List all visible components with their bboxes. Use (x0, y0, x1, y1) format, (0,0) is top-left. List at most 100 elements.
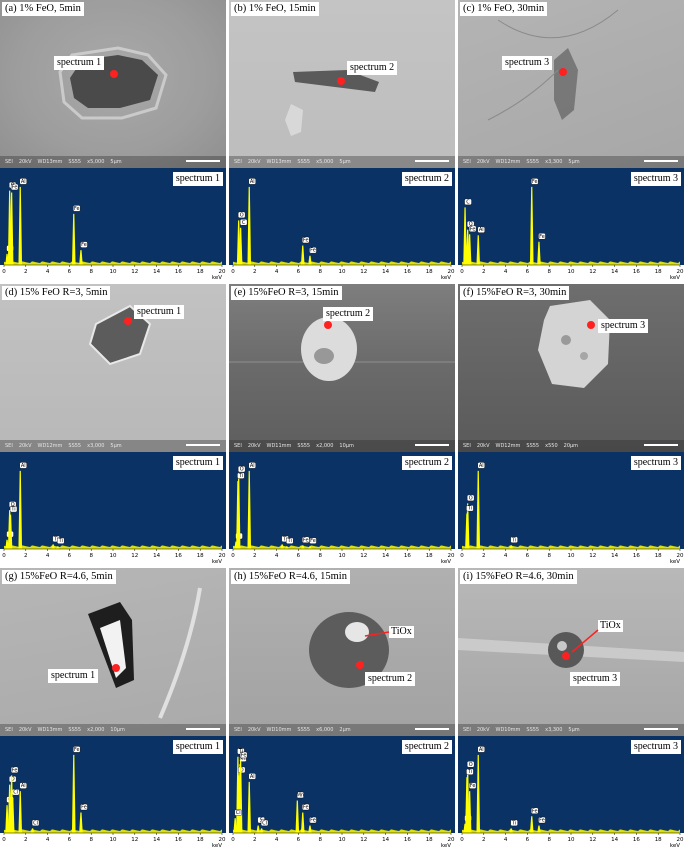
tick-label: 10 (339, 553, 346, 559)
tick-label: 0 (231, 837, 235, 843)
svg-text:O: O (240, 467, 244, 473)
panel-title: (a) 1% FeO, 5min (2, 2, 84, 16)
tick-label: 18 (426, 837, 433, 843)
element-tag-al: Al (248, 773, 256, 780)
svg-text:Al: Al (250, 463, 255, 469)
tick-label: 16 (404, 837, 411, 843)
spectrum-label: spectrum 2 (401, 740, 452, 754)
element-tag-fe: Fe (531, 807, 539, 814)
element-tag-fe: Fe (538, 233, 546, 240)
element-tag-fe: Fe (309, 537, 317, 544)
eds-spectrum-e: COTiAlTiTiFeFe02468101214161820keV spect… (229, 452, 455, 564)
tick-label: 16 (633, 553, 640, 559)
spot-label: spectrum 2 (365, 672, 416, 686)
svg-text:O: O (469, 495, 473, 501)
tick-label: 4 (504, 553, 508, 559)
tiox-label: TiOx (598, 620, 623, 632)
tick-label: 12 (589, 269, 596, 275)
tick-label: 8 (547, 553, 551, 559)
element-tag-cl: Cl (234, 809, 242, 816)
spectrum-label: spectrum 3 (630, 172, 681, 186)
eds-peak-al (18, 791, 23, 833)
panel-title: (e) 15%FeO R=3, 15min (231, 286, 342, 300)
element-tag-o: O (466, 494, 475, 501)
tick-label: 6 (526, 553, 530, 559)
tick-label: 12 (131, 269, 138, 275)
svg-text:Ti: Ti (53, 536, 58, 542)
tick-label: 14 (382, 553, 389, 559)
tick-label: 0 (2, 837, 6, 843)
eds-peak-al (476, 754, 481, 833)
tick-label: 12 (131, 553, 138, 559)
svg-text:Fe: Fe (539, 818, 545, 824)
element-tag-fe: Fe (538, 816, 546, 824)
eds-peak-fe (537, 825, 541, 833)
eds-peak-fe (79, 812, 83, 833)
svg-text:Ti: Ti (467, 769, 472, 775)
svg-text:Fe: Fe (81, 805, 87, 811)
spectrum-label: spectrum 1 (172, 172, 223, 186)
tick-label: 6 (297, 269, 301, 275)
eds-peak-al (18, 470, 23, 549)
tick-label: 16 (633, 837, 640, 843)
svg-text:Cl: Cl (13, 790, 18, 796)
tick-label: 8 (318, 269, 322, 275)
tick-label: 10 (110, 837, 117, 843)
element-tag-fe: Fe (302, 803, 310, 811)
panel-title: (h) 15%FeO R=4.6, 15min (231, 570, 350, 584)
tick-label: 0 (460, 553, 464, 559)
tick-label: 20 (677, 269, 684, 275)
tick-label: 2 (253, 269, 256, 275)
tick-label: 18 (197, 837, 204, 843)
element-tag-fe: Fe (80, 803, 88, 811)
tick-label: 14 (153, 837, 160, 843)
eds-peak-ti (465, 513, 469, 549)
svg-text:Ti: Ti (511, 820, 516, 826)
eds-peak-al (247, 470, 252, 549)
svg-text:Ti: Ti (58, 538, 63, 544)
eds-peak-al (18, 186, 23, 265)
sem-image-h: TiOx spectrum 2 (h) 15%FeO R=4.6, 15min … (229, 568, 455, 736)
element-tag-fe: Fe (309, 246, 317, 254)
eds-peak-fe (537, 241, 541, 265)
tick-label: 20 (677, 837, 684, 843)
element-tag-al: Al (19, 462, 27, 469)
eds-spectrum-h: TiMnOFeClAlSClMnFeFe02468101214161820keV… (229, 736, 455, 848)
svg-text:Ti: Ti (10, 507, 15, 513)
tick-label: 6 (297, 837, 301, 843)
svg-text:Mn: Mn (297, 792, 304, 798)
tick-label: 18 (197, 553, 204, 559)
eds-peak-fe (308, 546, 312, 549)
element-tag-fe: Fe (309, 816, 317, 824)
tick-label: 2 (482, 269, 486, 275)
svg-text:Ti: Ti (238, 473, 243, 479)
tick-label: 10 (568, 553, 575, 559)
svg-text:C: C (242, 220, 246, 226)
axis-unit: keV (441, 559, 451, 564)
svg-text:Fe: Fe (310, 538, 316, 544)
eds-peak-fe (9, 192, 14, 265)
tick-label: 6 (68, 269, 72, 275)
tick-label: 0 (460, 269, 464, 275)
axis-unit: keV (212, 275, 222, 280)
tick-label: 4 (275, 837, 279, 843)
svg-text:Fe: Fe (12, 184, 18, 190)
svg-text:Fe: Fe (241, 752, 247, 758)
eds-peak-ti (55, 546, 60, 549)
tick-label: 6 (68, 553, 72, 559)
element-tag-cl: Cl (31, 819, 40, 826)
spot-label: spectrum 3 (598, 319, 649, 333)
svg-text:Al: Al (250, 179, 255, 185)
tick-label: 12 (360, 269, 367, 275)
spectrum-label: spectrum 3 (630, 456, 681, 470)
tick-label: 6 (526, 837, 530, 843)
spectrum-label: spectrum 1 (172, 456, 223, 470)
svg-text:Fe: Fe (303, 537, 309, 543)
tick-label: 2 (253, 553, 256, 559)
element-tag-mn: Mn (297, 791, 304, 798)
